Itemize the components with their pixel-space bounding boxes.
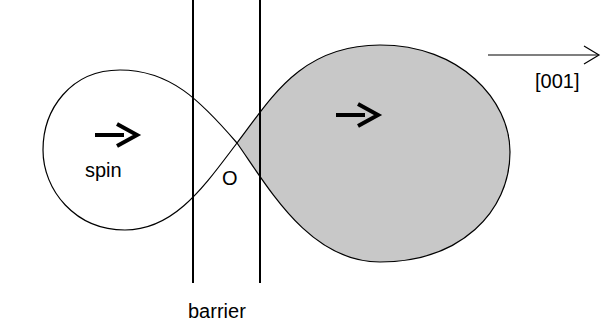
spin-arrow: [95, 133, 124, 137]
spin-arrow-head: [117, 124, 137, 146]
origin-label: O: [222, 168, 238, 188]
left-lobe: [43, 70, 237, 230]
spin-arrow-head: [358, 104, 378, 126]
barrier-label: barrier: [188, 301, 246, 321]
spin-label: spin: [85, 160, 122, 180]
spin-arrow: [336, 113, 365, 117]
barrier-line: [192, 0, 194, 283]
direction-label: [001]: [535, 71, 579, 91]
right-lobe: [237, 45, 510, 262]
axis-arrow-head: [584, 46, 599, 64]
barrier-line: [259, 0, 261, 283]
axis-arrow: [488, 54, 598, 55]
